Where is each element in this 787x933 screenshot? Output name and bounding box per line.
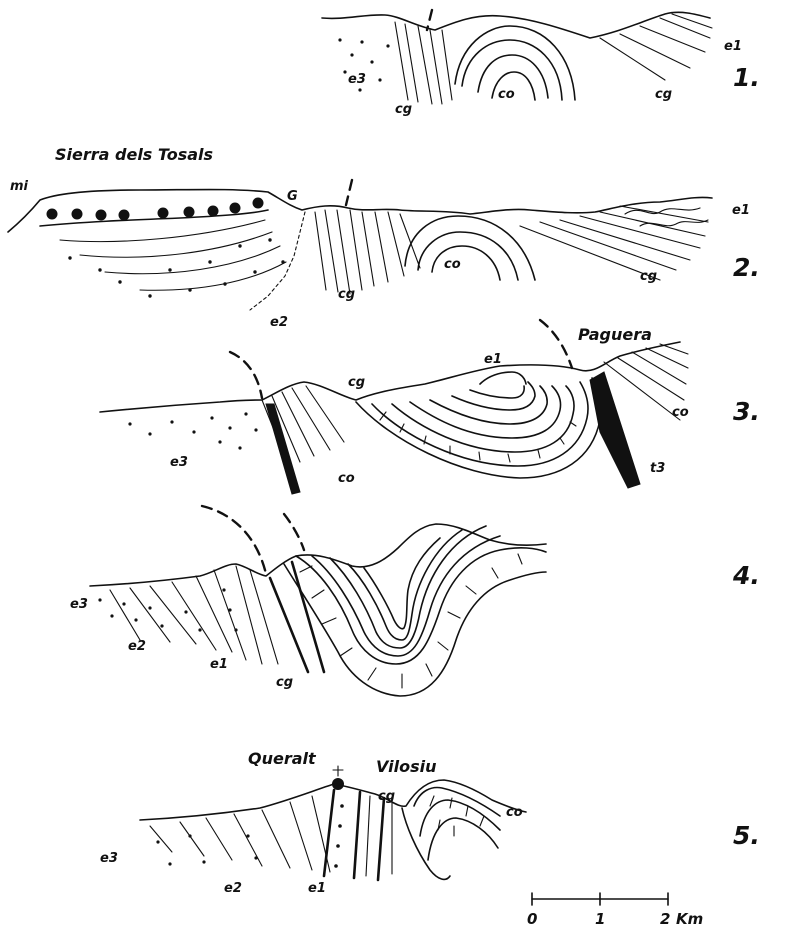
section-2-label-G: G [287,189,298,204]
section-2-title: Sierra dels Tosals [55,145,213,164]
section-4-number: 4. [732,561,760,590]
section-4-label-e1: e1 [210,657,228,672]
section-1-topography [322,12,710,38]
section-5-label-e3: e3 [100,851,118,866]
section-1-label-cg-left: cg [395,102,412,117]
section-2-cg-beds [315,210,420,294]
section-2-label-mi: mi [10,179,29,194]
section-2-e2-dots [68,238,284,297]
section-5-label-cg: cg [378,789,395,804]
section-5: Queralt Vilosiu [100,749,760,896]
section-3-core-nucleus [480,372,526,384]
section-2-right-minor-folds [625,208,708,226]
section-2: Sierra dels Tosals mi G [8,145,760,330]
section-1-beds-left [395,22,452,104]
section-3-label-co-right: co [672,405,689,420]
section-4-label-e3: e3 [70,597,88,612]
section-2-mi-boulders [47,198,264,221]
section-3-label-e3: e3 [170,455,188,470]
section-4-label-cg: cg [276,675,293,690]
section-3-label-t3: t3 [650,461,665,476]
section-5-title-queralt: Queralt [248,749,317,768]
section-1-dashed-fault-trace [427,10,432,30]
section-2-label-co: co [444,257,461,272]
section-2-topography [8,190,712,233]
section-5-label-co: co [506,805,523,820]
section-3: Paguera [100,320,760,494]
scale-tick-label-1: 1 [595,910,605,928]
section-2-label-cg-mid: cg [338,287,355,302]
section-5-label-e1: e1 [308,881,326,896]
section-1: e3 cg co cg e1 1. [322,10,760,117]
section-4: e3 e2 e1 cg 4. [70,506,760,696]
section-4-e3-dots [98,588,237,631]
section-2-crosses-unconformity [250,212,305,310]
scale-tick-label-0: 0 [527,910,537,928]
section-3-topography [100,342,680,412]
section-1-number: 1. [733,63,760,92]
section-1-beds-right [600,14,712,80]
section-2-number: 2. [733,253,760,282]
section-3-syncline-beds [356,378,602,478]
section-3-label-e1: e1 [484,352,502,367]
section-2-dashed-fault-trace [346,180,352,205]
section-2-label-e2: e2 [270,315,288,330]
section-2-anticline-core [405,216,535,280]
section-5-bed-boundaries [324,790,384,880]
section-3-dashed-fault-right [540,320,572,368]
section-3-dashed-fault-left [230,352,262,398]
section-4-dashed-fault-right [284,514,304,550]
section-2-label-cg-right: cg [640,269,657,284]
section-3-label-co-mid: co [338,471,355,486]
section-1-anticline-core [455,26,575,100]
section-3-number: 3. [733,397,760,426]
section-3-label-cg: cg [348,375,365,390]
section-3-e3-dots [128,412,257,449]
section-4-topography [90,524,546,586]
section-4-label-e2: e2 [128,639,146,654]
scale-tick-label-2: 2 [660,910,670,928]
section-1-label-co: co [498,87,515,102]
section-5-title-vilosiu: Vilosiu [376,757,436,776]
section-4-cg-boundaries [270,562,324,672]
section-2-e2-bedding [60,220,286,290]
section-5-number: 5. [733,821,760,850]
scale-unit-label: Km [676,910,703,928]
section-5-label-e2: e2 [224,881,242,896]
section-1-label-e1: e1 [724,39,742,54]
section-2-label-e1: e1 [732,203,750,218]
section-2-right-limb-beds [520,206,708,280]
section-1-label-e3: e3 [348,72,366,87]
section-3-title: Paguera [578,325,652,344]
section-1-label-cg-right: cg [655,87,672,102]
scale-bar: 0 1 2 Km [527,893,703,928]
